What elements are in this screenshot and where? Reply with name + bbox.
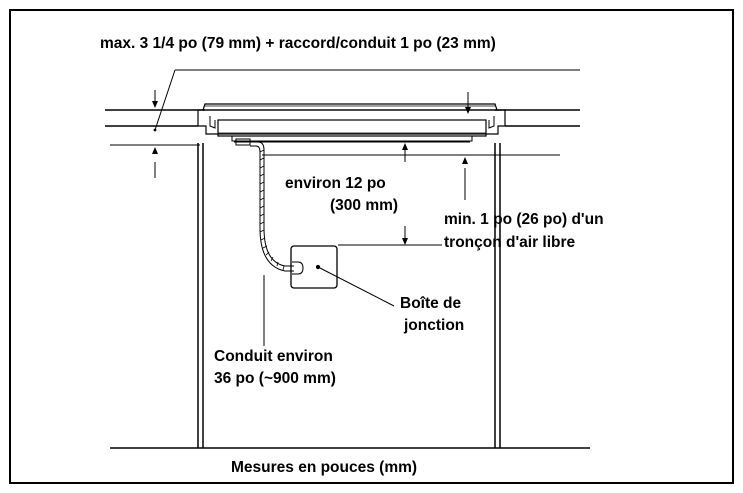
countertop <box>105 109 580 127</box>
junction-box-label-line2: jonction <box>404 317 465 334</box>
units-note-label: Mesures en pouces (mm) <box>231 459 418 476</box>
flexible-conduit <box>235 138 304 346</box>
min-air-label-line2: tronçon d'air libre <box>444 234 576 251</box>
junction-box <box>290 245 395 307</box>
approx-12-label-line2: (300 mm) <box>330 197 399 214</box>
thickness-dimension <box>110 69 580 178</box>
cooktop <box>197 103 506 143</box>
junction-box-label-line1: Boîte de <box>400 295 462 312</box>
cabinet <box>110 143 590 449</box>
conduit-label-line1: Conduit environ <box>214 348 333 365</box>
right-clearance-dimension <box>465 92 471 114</box>
air-gap-dimension <box>262 154 560 200</box>
conduit-label-line2: 36 po (~900 mm) <box>214 370 336 387</box>
twelve-inch-dimension <box>338 143 442 246</box>
min-air-label-line1: min. 1 po (26 po) d'un <box>444 211 604 228</box>
approx-12-label-line1: environ 12 po <box>285 175 386 192</box>
max-clearance-label: max. 3 1/4 po (79 mm) + raccord/conduit … <box>100 35 496 52</box>
frame-border <box>9 9 734 484</box>
